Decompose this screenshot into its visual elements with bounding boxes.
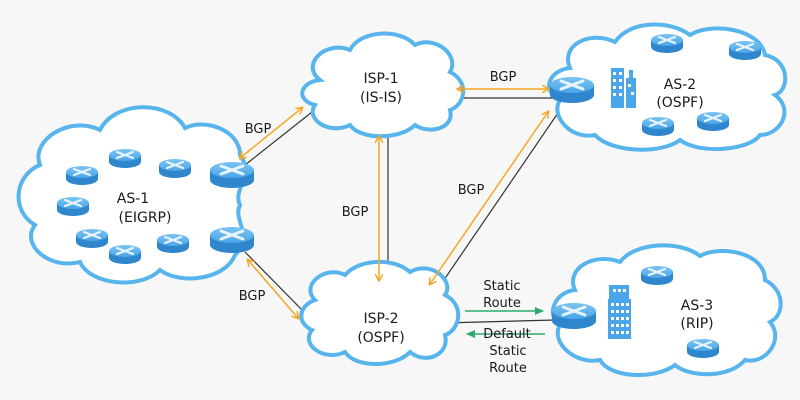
as1-protocol: (EIGRP): [119, 210, 172, 226]
bgp-label-as1-isp2: BGP: [239, 289, 266, 304]
isp1-protocol: (IS-IS): [360, 90, 402, 106]
as3-name: AS-3: [681, 298, 713, 314]
cloud-as3: [550, 243, 783, 377]
router-icon: [695, 110, 731, 133]
bgp-arrow-as1-isp1: [240, 108, 302, 158]
bgp-arrow-as1-isp2: [248, 260, 298, 318]
router-icon: [155, 232, 191, 255]
router-icon: [64, 164, 100, 187]
default-route-label-1: Default: [483, 327, 531, 342]
link-isp2-as3: [442, 319, 556, 324]
router-icon: [685, 337, 721, 360]
as2-name: AS-2: [664, 77, 696, 93]
router-icon: [727, 39, 763, 62]
default-route-label-2: Static: [489, 344, 526, 359]
as2-protocol: (OSPF): [656, 95, 703, 111]
router-icon: [649, 32, 685, 55]
bgp-label-isp1-isp2: BGP: [342, 205, 369, 220]
edge-router-icon: [550, 301, 598, 331]
isp2-protocol: (OSPF): [357, 330, 404, 346]
bgp-arrows: [240, 89, 548, 318]
cloud-isp1: [300, 31, 466, 139]
bgp-label-isp2-as2: BGP: [458, 183, 485, 198]
edge-router-icon: [208, 225, 256, 255]
bgp-label-as1-isp1: BGP: [245, 122, 272, 137]
edge-router-icon: [548, 75, 596, 105]
isp2-name: ISP-2: [363, 311, 398, 327]
router-icon: [107, 243, 143, 266]
as3-protocol: (RIP): [680, 316, 713, 332]
router-icon: [157, 157, 193, 180]
default-route-label-3: Route: [489, 361, 527, 376]
link-as1-isp1: [244, 111, 313, 166]
isp1-name: ISP-1: [363, 71, 398, 87]
edge-router-icon: [208, 160, 256, 190]
router-icon: [107, 147, 143, 170]
static-route-arrows: [465, 307, 545, 338]
router-icon: [55, 195, 91, 218]
router-icon: [639, 264, 675, 287]
static-route-label-2: Route: [483, 296, 521, 311]
router-icon: [640, 115, 676, 138]
static-route-label-1: Static: [483, 279, 520, 294]
link-isp2-as2: [434, 109, 561, 294]
building-icon: [611, 68, 636, 108]
router-icon: [74, 227, 110, 250]
cloud-isp2: [299, 259, 461, 366]
as1-name: AS-1: [117, 191, 149, 207]
as3-contents: [550, 264, 721, 360]
bgp-label-isp1-as2: BGP: [490, 70, 517, 85]
bgp-arrow-isp2-as2: [430, 112, 548, 284]
building-icon: [608, 285, 631, 339]
as2-contents: [548, 32, 763, 138]
